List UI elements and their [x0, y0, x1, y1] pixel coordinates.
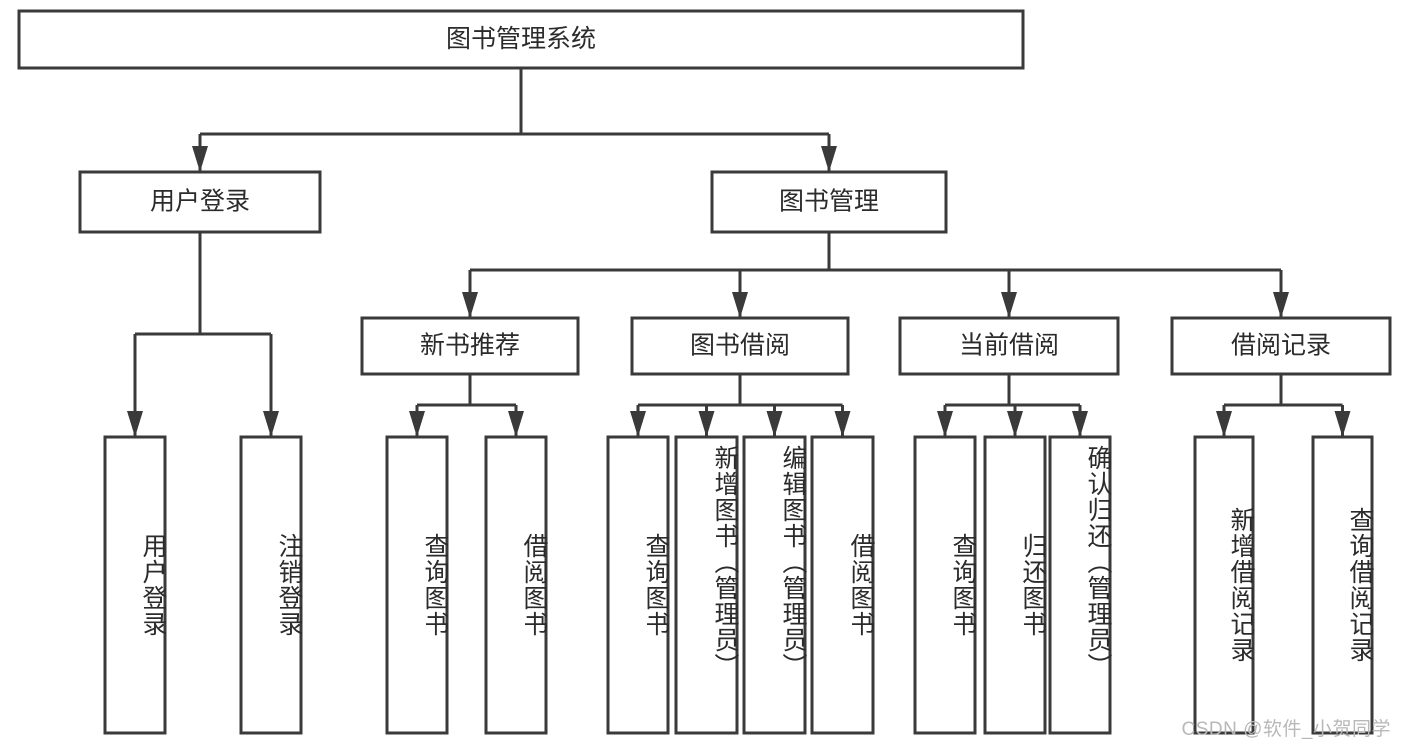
- node-label-user-login: 用户登录: [150, 188, 250, 216]
- arrow-head-icon: [508, 411, 524, 437]
- node-label-new-book-rec: 新书推荐: [420, 332, 520, 360]
- node-label-book-borrow: 图书借阅: [690, 332, 790, 360]
- node-box-br-add-record[interactable]: [1193, 435, 1255, 735]
- arrow-head-icon: [1072, 411, 1088, 437]
- node-label-wrap-nb-query-book: 查询图书: [387, 437, 449, 733]
- node-box-bb-query-book[interactable]: [606, 435, 670, 735]
- node-label-wrap-br-query-record: 查询借阅记录: [1313, 437, 1374, 733]
- node-label-book-manage: 图书管理: [779, 188, 879, 216]
- node-label-cb-return-book: 归还图书: [1019, 533, 1047, 637]
- node-label-wrap-bb-add-book: 新增图书（管理员）: [676, 437, 739, 733]
- node-box-book-manage[interactable]: [710, 170, 948, 234]
- arrow-head-icon: [462, 292, 478, 318]
- node-label-user-login-leaf: 用户登录: [139, 533, 167, 637]
- node-label-br-add-record: 新增借阅记录: [1227, 507, 1255, 663]
- arrow-head-icon: [732, 292, 748, 318]
- arrow-head-icon: [766, 411, 783, 437]
- arrow-head-icon: [127, 411, 143, 437]
- arrow-head-icon: [1216, 411, 1232, 437]
- node-label-cb-query-book: 查询图书: [949, 533, 977, 637]
- node-box-borrow-record[interactable]: [1170, 316, 1392, 376]
- node-box-new-book-rec[interactable]: [360, 316, 580, 376]
- node-box-root[interactable]: [17, 9, 1025, 70]
- node-label-user-logout-leaf: 注销登录: [275, 533, 303, 637]
- arrow-head-icon: [937, 411, 953, 437]
- node-label-wrap-bb-borrow-book: 借阅图书: [812, 437, 875, 733]
- node-box-cb-confirm-return[interactable]: [1048, 435, 1112, 735]
- node-label-current-borrow: 当前借阅: [959, 332, 1059, 360]
- node-box-cb-return-book[interactable]: [983, 435, 1047, 735]
- node-label-cb-confirm-return: 确认归还（管理员）: [1084, 445, 1112, 679]
- node-box-cb-query-book[interactable]: [913, 435, 977, 735]
- node-label-wrap-nb-borrow-book: 借阅图书: [486, 437, 548, 733]
- node-label-nb-borrow-book: 借阅图书: [520, 533, 548, 637]
- node-label-wrap-bb-query-book: 查询图书: [608, 437, 670, 733]
- node-label-wrap-user-login-leaf: 用户登录: [105, 437, 167, 733]
- node-box-user-login[interactable]: [78, 170, 322, 234]
- node-box-bb-add-book[interactable]: [674, 435, 739, 735]
- node-box-book-borrow[interactable]: [630, 316, 850, 376]
- node-label-wrap-cb-confirm-return: 确认归还（管理员）: [1050, 437, 1112, 733]
- arrow-head-icon: [263, 411, 279, 437]
- node-box-user-logout-leaf[interactable]: [239, 435, 303, 735]
- node-box-current-borrow[interactable]: [898, 316, 1120, 376]
- node-label-wrap-br-add-record: 新增借阅记录: [1195, 437, 1255, 733]
- node-box-bb-borrow-book[interactable]: [810, 435, 875, 735]
- node-box-nb-query-book[interactable]: [385, 435, 449, 735]
- arrow-head-icon: [1001, 292, 1017, 318]
- node-box-br-query-record[interactable]: [1311, 435, 1374, 735]
- arrow-head-icon: [1273, 292, 1289, 318]
- arrow-head-icon: [821, 146, 837, 172]
- node-label-bb-edit-book: 编辑图书（管理员）: [779, 445, 807, 679]
- node-box-nb-borrow-book[interactable]: [484, 435, 548, 735]
- node-label-bb-add-book: 新增图书（管理员）: [711, 445, 739, 679]
- node-label-root: 图书管理系统: [446, 25, 596, 53]
- node-label-wrap-cb-return-book: 归还图书: [985, 437, 1047, 733]
- arrow-head-icon: [1007, 411, 1023, 437]
- connectors-layer: [127, 68, 1351, 437]
- arrow-head-icon: [192, 146, 208, 172]
- arrow-head-icon: [834, 411, 851, 437]
- node-label-br-query-record: 查询借阅记录: [1346, 507, 1374, 663]
- node-box-bb-edit-book[interactable]: [742, 435, 807, 735]
- arrow-head-icon: [630, 411, 646, 437]
- node-label-wrap-bb-edit-book: 编辑图书（管理员）: [744, 437, 807, 733]
- arrow-head-icon: [1334, 411, 1351, 437]
- node-label-wrap-cb-query-book: 查询图书: [915, 437, 977, 733]
- boxes-layer: [17, 9, 1392, 735]
- node-label-nb-query-book: 查询图书: [421, 533, 449, 637]
- node-label-borrow-record: 借阅记录: [1231, 332, 1331, 360]
- arrow-head-icon: [698, 411, 715, 437]
- arrow-head-icon: [409, 411, 425, 437]
- node-label-bb-query-book: 查询图书: [642, 533, 670, 637]
- node-box-user-login-leaf[interactable]: [103, 435, 167, 735]
- node-label-bb-borrow-book: 借阅图书: [847, 533, 875, 637]
- node-label-wrap-user-logout-leaf: 注销登录: [241, 437, 303, 733]
